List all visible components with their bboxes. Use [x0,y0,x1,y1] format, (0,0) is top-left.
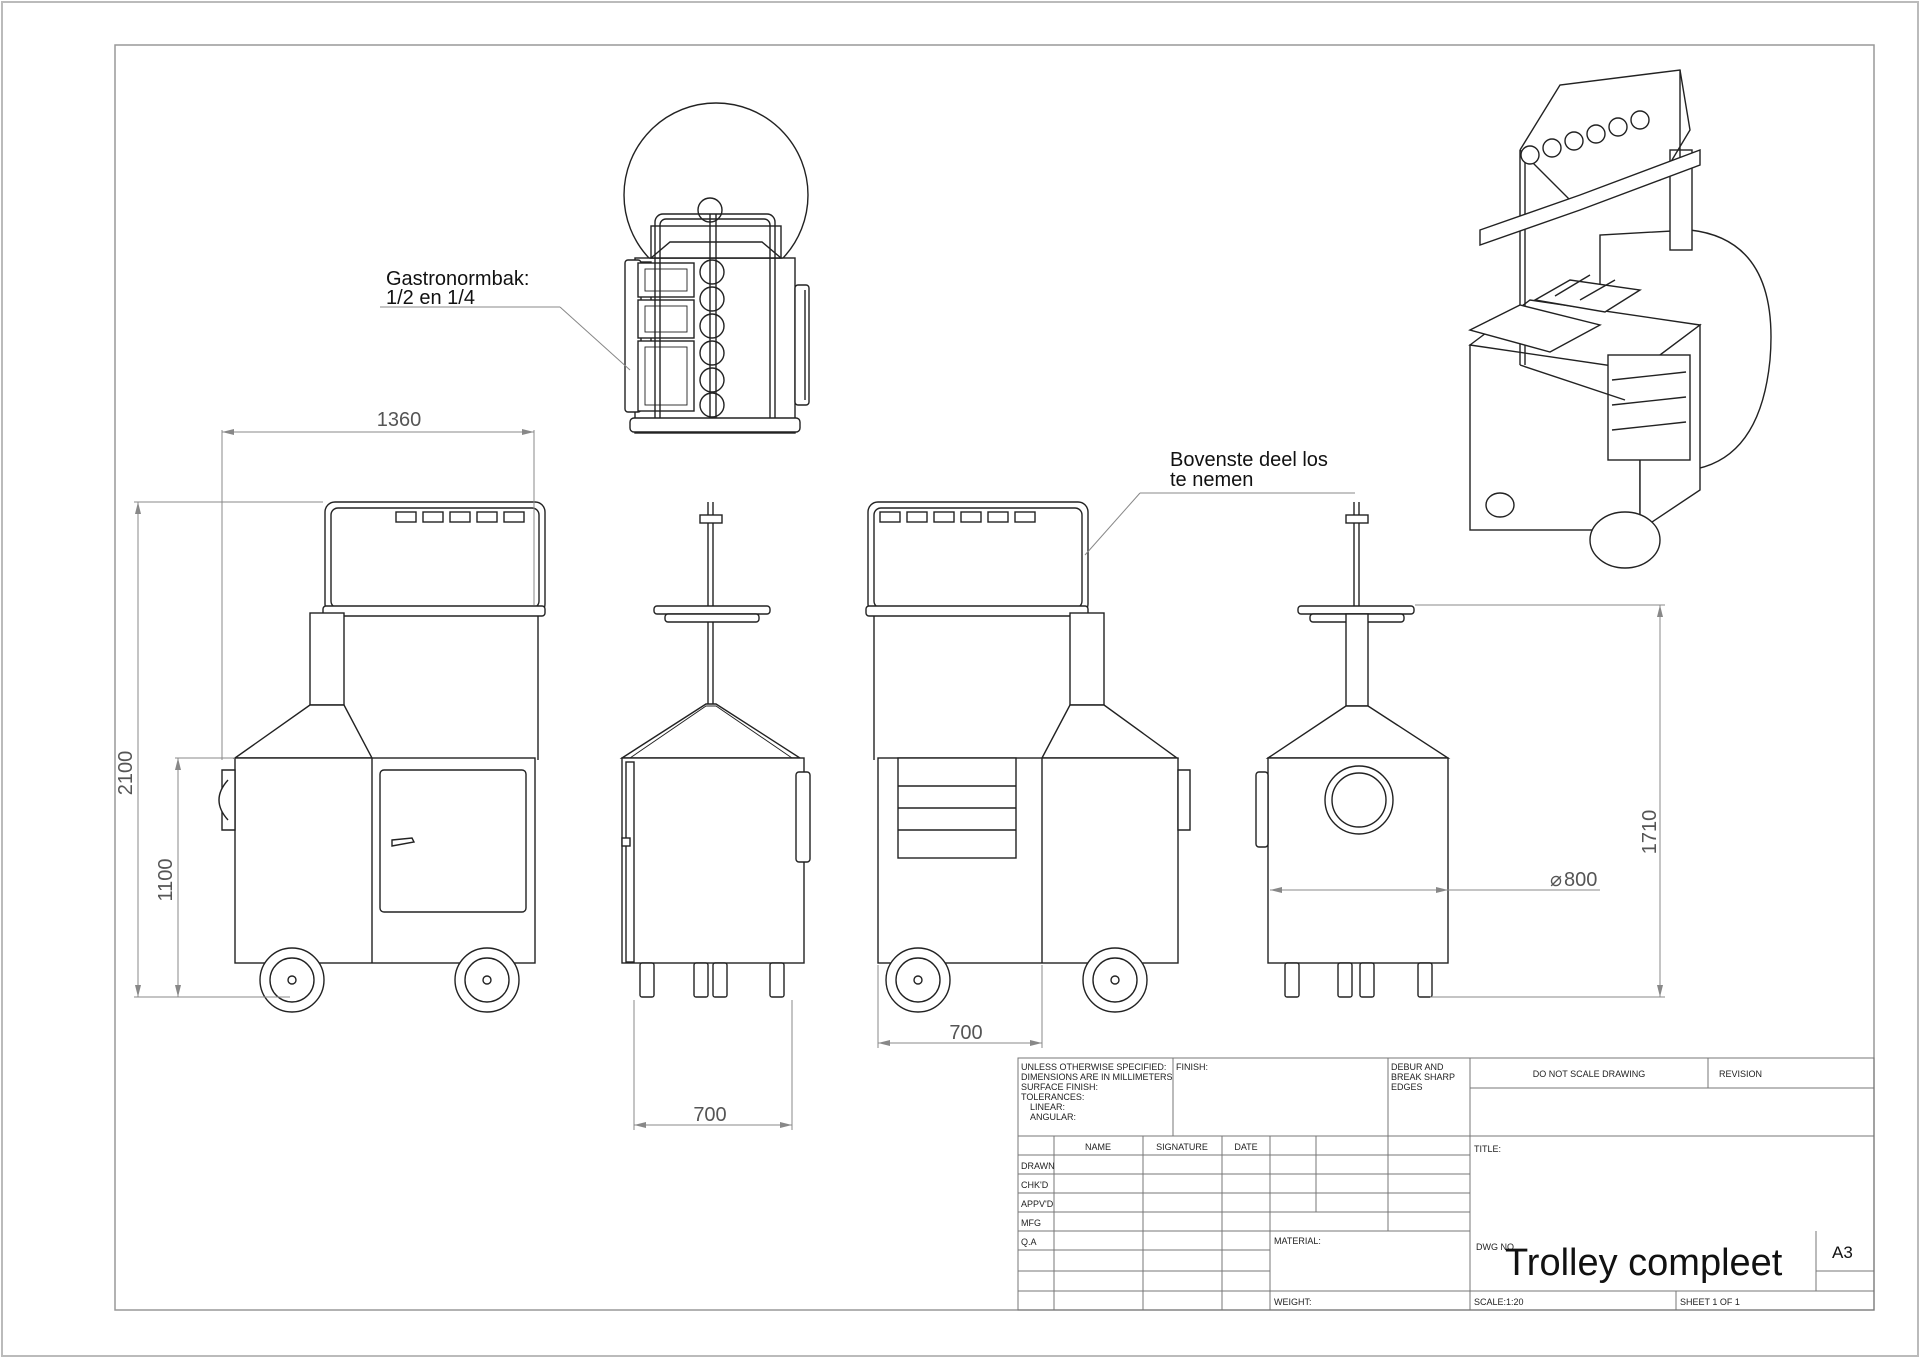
dim-800: 800 [1564,869,1597,891]
tb-row-chkd: CHK'D [1021,1180,1049,1190]
tb-dwg-no: DWG NO. [1476,1242,1517,1252]
title-block [1017,1057,1875,1311]
tb-size: A3 [1832,1243,1853,1262]
tb-revision: REVISION [1719,1069,1762,1079]
tb-weight: WEIGHT: [1274,1297,1312,1307]
tb-unless-4: TOLERANCES: [1021,1092,1084,1102]
isometric-view [1468,69,1772,569]
tb-sheet: SHEET 1 OF 1 [1680,1297,1740,1307]
front-view [218,501,546,1013]
diameter-symbol: ⌀ [1550,869,1562,891]
dim-1710: 1710 [1639,810,1661,855]
tb-row-mfg: MFG [1021,1218,1041,1228]
tb-drawing-title: Trolley compleet [1505,1242,1783,1284]
side-view [619,502,811,998]
tb-unless-6: ANGULAR: [1030,1112,1076,1122]
right-side-view [1255,502,1451,998]
tb-debur-1: DEBUR AND [1391,1062,1444,1072]
tb-scale: SCALE:1:20 [1474,1297,1524,1307]
tb-unless-1: UNLESS OTHERWISE SPECIFIED: [1021,1062,1166,1072]
tb-do-not-scale: DO NOT SCALE DRAWING [1533,1069,1646,1079]
gastronorm-label-1: Gastronormbak: [386,268,529,290]
tb-unless-3: SURFACE FINISH: [1021,1082,1098,1092]
back-view [865,501,1191,1013]
dimension-lines [134,306,1665,1130]
tb-unless-2: DIMENSIONS ARE IN MILLIMETERS [1021,1072,1173,1082]
tb-title-label: TITLE: [1474,1144,1501,1154]
dim-1360: 1360 [377,409,422,431]
tb-debur-2: BREAK SHARP [1391,1072,1455,1082]
tb-debur-3: EDGES [1391,1082,1423,1092]
tb-row-drawn: DRAWN [1021,1161,1055,1171]
tb-row-qa: Q.A [1021,1237,1037,1247]
tb-col-date: DATE [1234,1142,1257,1152]
dim-700-side: 700 [693,1104,726,1126]
bovenste-label-1: Bovenste deel los [1170,449,1328,471]
tb-row-appvd: APPV'D [1021,1199,1054,1209]
dim-1100: 1100 [155,858,177,901]
tb-finish: FINISH: [1176,1062,1208,1072]
tb-col-name: NAME [1085,1142,1111,1152]
tb-material: MATERIAL: [1274,1236,1321,1246]
gastronorm-label-2: 1/2 en 1/4 [386,287,475,309]
dim-700-back: 700 [949,1022,982,1044]
top-view [623,102,810,434]
bovenste-label-2: te nemen [1170,469,1253,491]
dim-2100: 2100 [115,751,137,796]
drawing-border [114,44,1875,1311]
tb-unless-5: LINEAR: [1030,1102,1065,1112]
tb-col-signature: SIGNATURE [1156,1142,1208,1152]
